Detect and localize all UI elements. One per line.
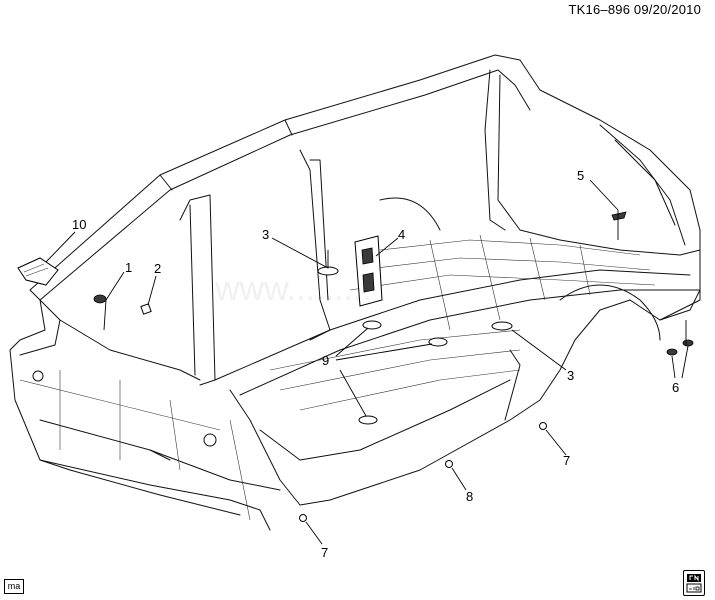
part-8-plug [445, 460, 453, 468]
part-10-pad [17, 257, 59, 286]
part-1-plug [93, 294, 107, 304]
watermark: www......... [214, 270, 372, 308]
gm-spo-logo-icon [683, 570, 705, 596]
callout-7-right: 7 [563, 453, 570, 468]
callout-5: 5 [577, 168, 584, 183]
part-3-plugs [317, 266, 513, 331]
callout-2: 2 [154, 261, 161, 276]
part-9-plugs [358, 320, 448, 425]
callout-7-bottom: 7 [321, 545, 328, 560]
part-4-bracket [354, 235, 383, 307]
part-6-plugs [666, 339, 694, 356]
callout-9: 9 [322, 353, 329, 368]
document-id: TK16–896 09/20/2010 [568, 2, 701, 17]
callout-10: 10 [72, 217, 86, 232]
callout-1: 1 [125, 260, 132, 275]
leader-lines [45, 179, 689, 545]
callout-4: 4 [398, 227, 405, 242]
corner-tag: ma [4, 579, 24, 594]
callout-8: 8 [466, 489, 473, 504]
callout-3-upper: 3 [262, 227, 269, 242]
callout-6: 6 [672, 380, 679, 395]
vehicle-body-outline [9, 54, 701, 531]
part-7-plugs [299, 422, 547, 522]
callout-3-lower: 3 [567, 368, 574, 383]
part-5-plug [611, 211, 627, 221]
part-2-plug [140, 303, 152, 315]
callouts: 10 1 2 3 4 5 3 6 9 7 8 7 [72, 168, 679, 560]
